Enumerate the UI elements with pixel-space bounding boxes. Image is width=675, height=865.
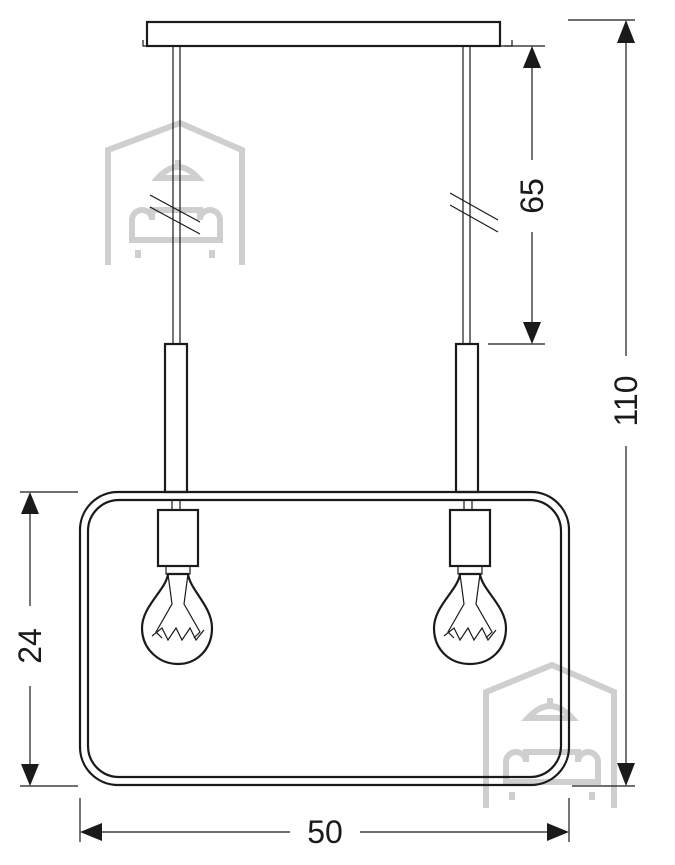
lamp-holder-right	[448, 499, 492, 575]
dimension-frame-height: 24	[12, 491, 78, 787]
arrowhead-icon	[523, 322, 541, 344]
light-bulb-icon-left	[140, 572, 214, 666]
dimension-cable-length: 65	[488, 45, 550, 345]
tube-right	[454, 342, 480, 494]
lamp-holder-left	[156, 499, 200, 575]
dimension-frame-width: 50	[79, 798, 570, 850]
arrowhead-icon	[617, 20, 635, 43]
arrowhead-icon	[547, 823, 569, 841]
dimension-total-height: 110	[568, 19, 644, 787]
suspension-cable-left	[172, 46, 181, 344]
tube-left	[163, 342, 189, 494]
arrowhead-icon	[80, 823, 102, 841]
frame-width-label: 50	[307, 814, 343, 850]
watermark-logo-top-left	[105, 119, 245, 265]
frame-outer	[78, 490, 571, 787]
ceiling-canopy	[145, 20, 502, 48]
cable-break-mark-right	[449, 192, 499, 233]
arrowhead-icon	[21, 492, 39, 514]
cable-break-mark-left	[149, 194, 201, 235]
frame-height-label: 24	[12, 628, 48, 664]
arrowhead-icon	[523, 46, 541, 68]
suspension-cable-right	[462, 46, 471, 344]
arrowhead-icon	[617, 763, 635, 786]
arrowhead-icon	[21, 764, 39, 786]
frame-inner	[86, 498, 563, 779]
watermark-logo-bottom-right	[483, 661, 617, 808]
total-height-label: 110	[608, 375, 644, 426]
light-bulb-icon-right	[432, 572, 508, 666]
cable-length-label: 65	[514, 178, 550, 214]
